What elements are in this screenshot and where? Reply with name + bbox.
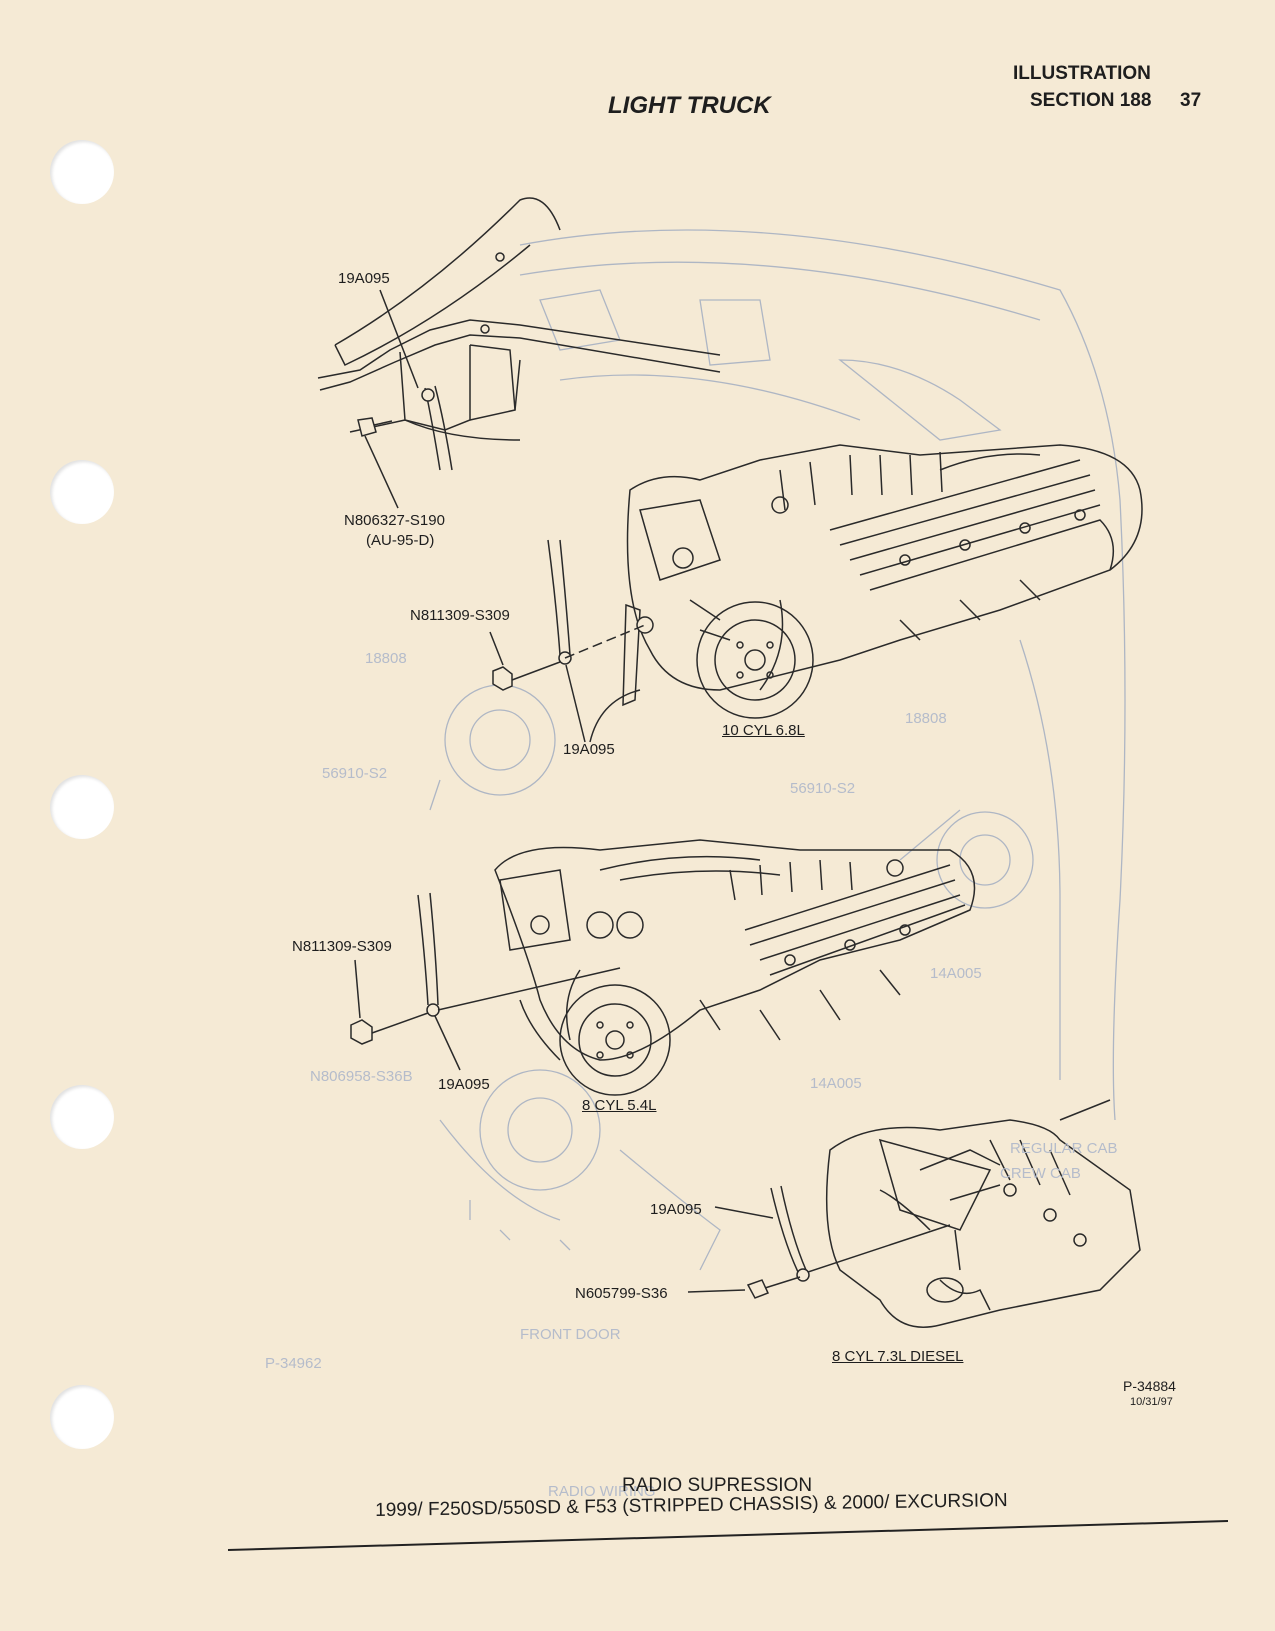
cowl-bracket-drawing [317, 197, 721, 509]
diesel-engine-drawing [687, 1099, 1141, 1328]
engine-caption-v10: 10 CYL 6.8L [722, 722, 805, 739]
ghost-label: 14A005 [930, 965, 982, 982]
part-label-strap: 19A095 [438, 1076, 490, 1093]
ghost-label: FRONT DOOR [520, 1326, 621, 1343]
part-label-bolt-spec: (AU-95-D) [366, 532, 435, 549]
ghost-label: 14A005 [810, 1075, 862, 1092]
section-label: ILLUSTRATION [1013, 63, 1151, 84]
part-label-strap: 19A095 [650, 1201, 702, 1218]
part-label-nut: N811309-S309 [410, 607, 510, 624]
binder-hole [50, 1085, 114, 1149]
footer-rule [227, 1520, 1229, 1551]
part-label-bolt: N806327-S190 [344, 512, 445, 529]
part-label-strap: 19A095 [338, 270, 390, 287]
part-label-nut: N811309-S309 [292, 938, 392, 955]
ghost-label: 56910-S2 [790, 780, 856, 797]
illustration-part-number: P-34884 [1123, 1378, 1176, 1394]
ghost-label: 56910-S2 [322, 765, 388, 782]
ghost-label: P-34962 [265, 1355, 322, 1372]
v8-engine-drawing [350, 839, 976, 1096]
binder-hole [50, 775, 114, 839]
engine-caption-diesel: 8 CYL 7.3L DIESEL [832, 1348, 964, 1365]
ghost-label: 18808 [365, 650, 407, 667]
page-number: 37 [1180, 90, 1202, 111]
ghost-label: REGULAR CAB [1010, 1140, 1118, 1157]
section-number: SECTION 188 [1030, 90, 1152, 111]
binder-hole [50, 140, 114, 204]
part-label-bolt: N605799-S36 [575, 1285, 668, 1302]
ghost-label: CREW CAB [1000, 1165, 1081, 1182]
bleed-through-drawing [429, 229, 1126, 1271]
ghost-label: RADIO WIRING [548, 1483, 656, 1500]
illustration-date: 10/31/97 [1130, 1396, 1173, 1408]
v10-engine-drawing [489, 444, 1143, 743]
engine-caption-v8: 8 CYL 5.4L [582, 1097, 657, 1114]
ghost-label: N806958-S36B [310, 1068, 413, 1085]
page-title: LIGHT TRUCK [608, 92, 771, 119]
part-label-strap: 19A095 [563, 741, 615, 758]
footer-title: RADIO SUPRESSION [622, 1475, 813, 1496]
ghost-label: 18808 [905, 710, 947, 727]
binder-hole [50, 1385, 114, 1449]
binder-hole [50, 460, 114, 524]
